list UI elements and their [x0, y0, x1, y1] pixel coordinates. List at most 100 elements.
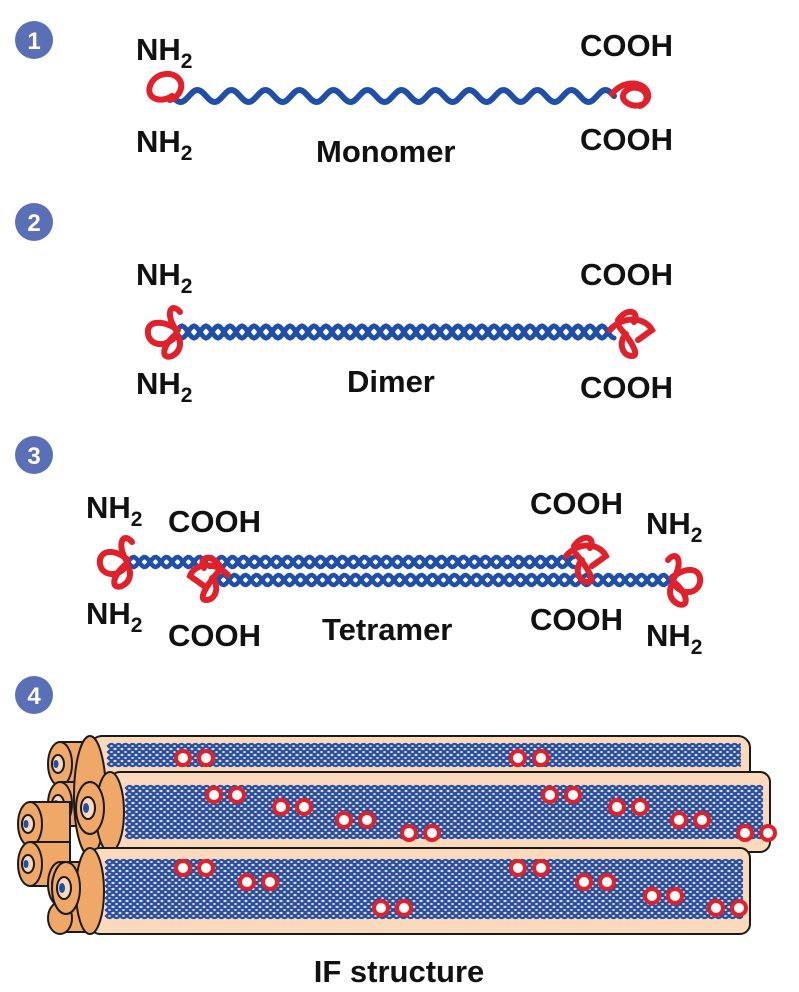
head-domain-dot — [730, 899, 748, 917]
head-domain-dot — [575, 873, 593, 891]
svg-text:2: 2 — [27, 210, 40, 237]
helix-strand — [124, 820, 764, 828]
helix-strand — [124, 826, 764, 834]
head-domain-dot — [759, 824, 777, 842]
helix-strand — [173, 323, 617, 341]
head-domain-dot — [598, 873, 616, 891]
dimer-nh2-top-label: NH2 — [136, 257, 192, 298]
head-domain-dot — [670, 811, 688, 829]
head-domain-dot — [532, 859, 550, 877]
helix-strand — [104, 888, 744, 896]
dimer-nh2-heads — [144, 305, 183, 360]
helix-strand — [104, 894, 744, 902]
monomer-helix — [169, 86, 617, 106]
head-domain-dot — [693, 811, 711, 829]
dimer-caption: Dimer — [347, 364, 435, 399]
head-domain-dot — [736, 824, 754, 842]
head-domain-dot — [541, 786, 559, 804]
head-domain-dot — [205, 786, 223, 804]
tetramer-cooh-right-top-label: COOH — [530, 486, 623, 521]
head-domain-dot — [395, 899, 413, 917]
monomer-caption: Monomer — [316, 134, 456, 169]
tetramer-cooh-left-top-label: COOH — [168, 504, 261, 539]
helix-strand — [124, 826, 764, 834]
monomer-group: NH2 NH2 COOH COOH Monomer — [136, 28, 673, 169]
step-1-badge: 1 — [15, 21, 53, 59]
if-head-domains — [174, 749, 777, 917]
helix-strand — [104, 900, 744, 908]
helix-strand — [215, 572, 679, 588]
step-2-badge: 2 — [15, 203, 53, 241]
tetramer-cooh-right-tails — [563, 534, 610, 586]
head-domain-dot — [335, 811, 353, 829]
dimer-cooh-tails — [607, 308, 656, 360]
head-domain-dot — [372, 899, 390, 917]
helix-strand — [104, 894, 744, 902]
tetramer-cooh-right-bottom-label: COOH — [530, 602, 623, 637]
helix-strand — [104, 882, 744, 890]
if-structure-group: IF structure — [17, 735, 777, 989]
tetramer-cooh-left-bottom-label: COOH — [168, 618, 261, 653]
monomer-cooh-tail — [609, 80, 652, 109]
head-domain-dot — [174, 749, 192, 767]
head-domain-dot — [197, 859, 215, 877]
svg-text:3: 3 — [27, 443, 40, 470]
helix-strand — [104, 858, 744, 866]
helix-strand — [104, 882, 744, 890]
tetramer-nh2-right-top-label: NH2 — [646, 506, 702, 547]
head-domain-dot — [509, 859, 527, 877]
tetramer-cooh-left-tails — [186, 554, 231, 604]
helix-strand — [104, 900, 744, 908]
helix-strand — [104, 906, 744, 914]
head-domain-dot — [532, 749, 550, 767]
helix-strand — [124, 814, 764, 822]
helix-strand — [106, 748, 742, 756]
tetramer-nh2-left-top-label: NH2 — [86, 490, 142, 531]
dimer-cooh-top-label: COOH — [580, 257, 673, 292]
tetramer-group: NH2 NH2 COOH COOH COOH COOH NH2 NH2 Tetr… — [86, 486, 704, 659]
helix-strand — [104, 912, 744, 920]
helix-strand — [106, 760, 742, 768]
head-domain-dot — [631, 798, 649, 816]
head-domain-dot — [564, 786, 582, 804]
helix-strand — [124, 832, 764, 840]
helix-strand — [106, 742, 742, 750]
tetramer-caption: Tetramer — [322, 612, 452, 647]
if-structure-caption: IF structure — [314, 954, 485, 989]
helix-strand — [104, 888, 744, 896]
head-domain-dot — [295, 798, 313, 816]
tetramer-nh2-left-bottom-label: NH2 — [86, 596, 142, 637]
svg-text:1: 1 — [27, 28, 40, 55]
dimer-nh2-bottom-label: NH2 — [136, 366, 192, 407]
helix-strand — [124, 820, 764, 828]
helix-strand — [124, 802, 764, 810]
head-domain-dot — [261, 873, 279, 891]
monomer-nh2-top-label: NH2 — [136, 32, 192, 73]
dimer-group: NH2 NH2 COOH COOH Dimer — [136, 257, 673, 407]
head-domain-dot — [272, 798, 290, 816]
step-3-badge: 3 — [15, 436, 53, 474]
helix-strand — [124, 808, 764, 816]
head-domain-dot — [608, 798, 626, 816]
helix-strand — [124, 814, 764, 822]
tetramer-nh2-left-heads — [96, 535, 135, 590]
monomer-nh2-head — [146, 70, 185, 103]
helix-strand — [104, 870, 744, 878]
head-domain-dot — [238, 873, 256, 891]
head-domain-dot — [358, 811, 376, 829]
helix-strand — [124, 832, 764, 840]
helix-strand — [104, 912, 744, 920]
tetramer-dimer-bottom — [215, 572, 679, 588]
step-4-badge: 4 — [15, 676, 53, 714]
head-domain-dot — [643, 887, 661, 905]
head-domain-dot — [509, 749, 527, 767]
helix-strand — [124, 784, 764, 792]
head-domain-dot — [174, 859, 192, 877]
tetramer-dimer-top — [125, 554, 577, 570]
head-domain-dot — [400, 824, 418, 842]
helix-strand — [104, 906, 744, 914]
head-domain-dot — [666, 887, 684, 905]
monomer-cooh-top-label: COOH — [580, 28, 673, 63]
helix-strand — [104, 876, 744, 884]
